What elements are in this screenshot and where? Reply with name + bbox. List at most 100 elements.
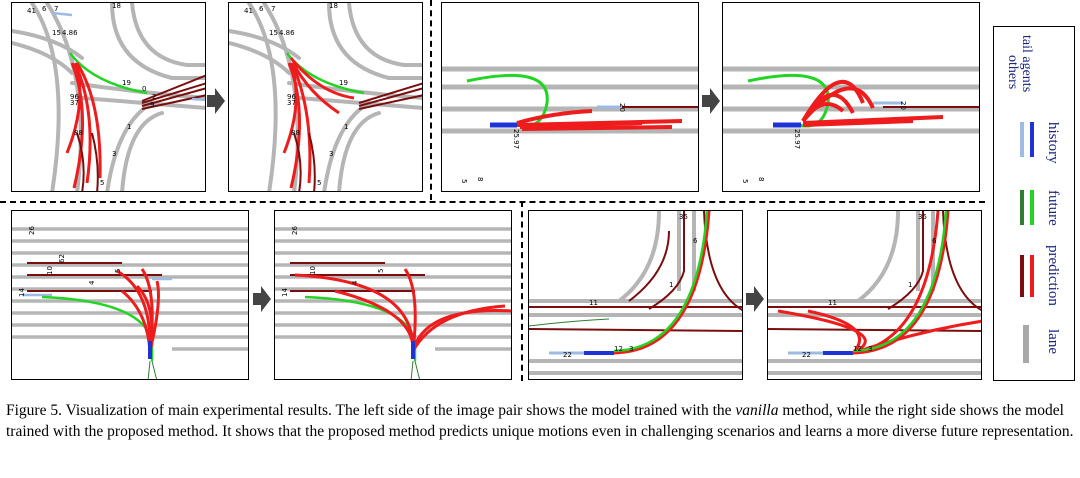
scene3-label: 10: [46, 266, 54, 275]
scene1-label: 4.86: [62, 29, 78, 37]
scene4-label: 3: [868, 345, 872, 353]
scene1-label: 19: [122, 79, 131, 87]
scene2-proposed-plot: 25.97 20 8 5: [723, 66, 979, 183]
scene4-label: 6: [932, 237, 937, 245]
scene4-vanilla-plot: 35 6 1 11 22 12 3: [529, 211, 742, 375]
scene4-label: 3: [629, 345, 633, 353]
divider-vertical-bottom: [521, 201, 523, 381]
divider-vertical-top: [430, 0, 432, 200]
legend-future-other-swatch: [1020, 190, 1024, 225]
legend-history-label: history: [1045, 122, 1061, 164]
scene4-label: 1: [908, 281, 912, 289]
scene1-label: 7: [54, 5, 58, 13]
scene3-label: 14: [18, 288, 26, 297]
scene2-label: 5: [460, 179, 468, 183]
scene3-label: 10: [309, 266, 317, 275]
scene4-proposed-plot: 35 6 1 11 22 12 3: [768, 211, 981, 375]
scene3-label: 26: [291, 226, 299, 235]
scene2-label: 8: [476, 177, 484, 181]
scene4-label: 11: [828, 299, 837, 307]
legend-prediction-tail-swatch: [1030, 255, 1034, 297]
scene1-label: 1: [127, 123, 131, 131]
scene2-vanilla-plot: 25.97 20 8 5: [442, 66, 698, 183]
scene1-proposed-plot: 41 6 7 18 15 4.86 19 96 37 88 1 3 5: [229, 3, 422, 191]
scene1-label: 96: [70, 93, 79, 101]
caption-text-2: method, while the right side shows the m…: [6, 402, 1074, 440]
scene4-label: 35: [679, 213, 688, 221]
scene4-vanilla-panel: 35 6 1 11 22 12 3: [528, 210, 743, 380]
scene1-label: 88: [74, 129, 83, 137]
scene1-label: 19: [339, 79, 348, 87]
arrow-icon: [253, 286, 271, 312]
scene1-label: 37: [70, 99, 79, 107]
scene4-label: 12: [614, 345, 623, 353]
scene1-label: 9: [150, 101, 154, 109]
scene3-vanilla-plot: 26 62 10 14 5 4: [12, 226, 248, 379]
scene1-label: 6: [42, 5, 47, 13]
scene4-label: 22: [802, 351, 811, 359]
legend-header-tail: tail agents: [1019, 35, 1034, 93]
scene1-label: 41: [27, 7, 36, 15]
scene1-label: 6: [259, 5, 264, 13]
scene4-label: 12: [853, 345, 862, 353]
scene1-label: 15: [52, 29, 61, 37]
scene1-label: 3: [112, 150, 116, 158]
scene1-label: 41: [244, 7, 253, 15]
scene2-label: 25.97: [793, 129, 801, 149]
scene3-vanilla-panel: 26 62 10 14 5 4: [11, 210, 249, 380]
scene2-proposed-panel: 25.97 20 8 5: [722, 2, 980, 192]
caption-text-1: Figure 5. Visualization of main experime…: [6, 402, 736, 419]
legend-prediction-label: prediction: [1045, 245, 1061, 306]
scene3-label: 62: [58, 254, 66, 263]
scene1-label: 15: [269, 29, 278, 37]
scene4-label: 22: [563, 351, 572, 359]
scene1-label: 0: [142, 85, 146, 93]
divider-horizontal: [0, 201, 985, 203]
arrow-icon: [702, 88, 720, 114]
scene3-label: 14: [281, 288, 289, 297]
scene1-label: 4.86: [279, 29, 295, 37]
legend-prediction-other-swatch: [1020, 255, 1024, 297]
scene3-proposed-panel: 26 10 14 5 4: [274, 210, 512, 380]
scene2-label: 20: [618, 103, 626, 112]
scene4-label: 6: [693, 237, 698, 245]
scene1-label: 3: [329, 150, 333, 158]
caption-emphasis: vanilla: [735, 402, 779, 419]
legend-history-tail-swatch: [1030, 122, 1034, 157]
arrow-icon: [746, 286, 764, 312]
scene3-label: 5: [377, 269, 385, 273]
legend-future-tail-swatch: [1030, 190, 1034, 225]
scene1-label: 5: [317, 179, 321, 187]
scene3-proposed-plot: 26 10 14 5 4: [275, 226, 511, 379]
scene1-label: 2: [152, 93, 156, 101]
scene4-proposed-panel: 35 6 1 11 22 12 3: [767, 210, 982, 380]
legend-lane-label: lane: [1045, 329, 1061, 354]
scene1-label: 88: [291, 129, 300, 137]
scene1-label: 18: [329, 3, 338, 10]
scene3-label: 4: [351, 280, 359, 285]
scene2-vanilla-panel: 25.97 20 8 5: [441, 2, 699, 192]
scene3-label: 26: [28, 226, 36, 235]
scene1-label: 37: [287, 99, 296, 107]
scene2-label: 25.97: [512, 129, 520, 149]
scene1-label: 18: [112, 3, 121, 10]
scene1-label: 1: [344, 123, 348, 131]
legend-box: tail agents others history future predic…: [993, 26, 1075, 381]
figure-caption: Figure 5. Visualization of main experime…: [6, 400, 1076, 442]
legend-future-label: future: [1045, 190, 1061, 226]
scene4-label: 1: [669, 281, 673, 289]
scene2-label: 5: [741, 179, 749, 183]
scene1-label: 7: [271, 5, 275, 13]
scene1-vanilla-plot: 41 6 7 18 15 4.86 19 96 37 88 1 3 5 2 0 …: [12, 3, 205, 191]
scene1-label: 5: [100, 179, 104, 187]
scene3-label: 4: [88, 280, 96, 285]
scene1-proposed-panel: 41 6 7 18 15 4.86 19 96 37 88 1 3 5: [228, 2, 423, 192]
scene2-label: 8: [757, 177, 765, 181]
scene1-label: 96: [287, 93, 296, 101]
scene4-label: 35: [918, 213, 927, 221]
legend-lane-swatch: [1023, 325, 1029, 363]
arrow-icon: [207, 88, 225, 114]
legend-history-other-swatch: [1020, 122, 1024, 157]
scene3-label: 5: [114, 269, 122, 273]
scene1-vanilla-panel: 41 6 7 18 15 4.86 19 96 37 88 1 3 5 2 0 …: [11, 2, 206, 192]
